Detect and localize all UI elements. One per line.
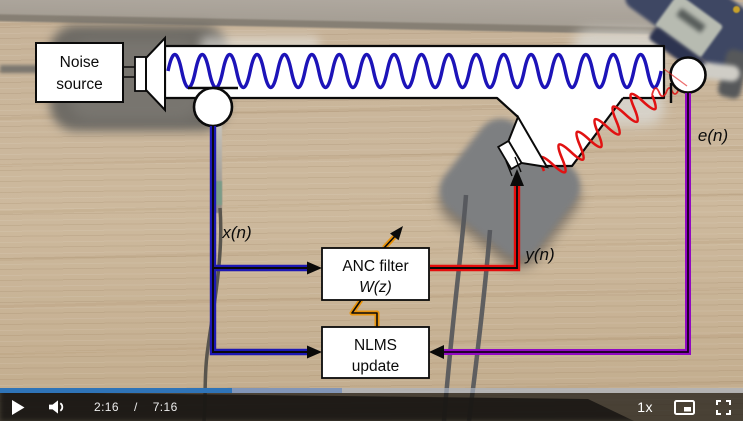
anc-filter-label-2: W(z) bbox=[359, 279, 392, 296]
control-bar: 2:16 / 7:16 1x bbox=[0, 393, 743, 421]
adaptation-arrow-lower-core bbox=[351, 299, 378, 329]
label-e-n: e(n) bbox=[698, 126, 728, 145]
label-x-n: x(n) bbox=[221, 223, 251, 242]
playback-speed-label: 1x bbox=[637, 399, 653, 415]
current-time: 2:16 bbox=[94, 400, 119, 414]
fullscreen-button[interactable] bbox=[716, 399, 731, 415]
time-display: 2:16 / 7:16 bbox=[94, 400, 178, 414]
nlms-label-2: update bbox=[352, 358, 399, 375]
play-icon bbox=[12, 399, 25, 415]
time-separator: / bbox=[133, 400, 138, 414]
anti-noise-wave bbox=[539, 92, 658, 174]
volume-icon bbox=[49, 400, 64, 414]
arrowhead-x-anc bbox=[307, 261, 322, 275]
arrowhead-y bbox=[510, 169, 524, 186]
label-y-n: y(n) bbox=[524, 245, 554, 264]
pip-button[interactable] bbox=[674, 399, 695, 415]
duration: 7:16 bbox=[152, 400, 178, 414]
fullscreen-icon bbox=[716, 399, 731, 415]
noise-source-label-1: Noise bbox=[60, 54, 100, 71]
signal-line-y-core bbox=[430, 184, 518, 269]
progress-bar[interactable] bbox=[0, 388, 743, 393]
signal-line-x-core bbox=[212, 126, 309, 353]
secondary-speaker-wires bbox=[505, 156, 522, 177]
anc-filter-box bbox=[321, 247, 430, 301]
mic-stand-pole bbox=[215, 123, 222, 213]
arrowhead-x-nlms bbox=[307, 345, 322, 359]
play-button[interactable] bbox=[12, 399, 25, 415]
speaker-cable-left bbox=[0, 65, 58, 73]
duct-fill bbox=[165, 46, 664, 166]
residual-trace bbox=[663, 68, 688, 87]
nlms-label-1: NLMS bbox=[354, 337, 397, 354]
meter-power-button bbox=[733, 6, 740, 13]
primary-driver bbox=[134, 56, 147, 92]
signal-line-y bbox=[430, 184, 521, 272]
arrowhead-adaptation bbox=[390, 226, 403, 241]
nlms-update-box bbox=[321, 326, 430, 379]
speaker-wires bbox=[123, 66, 135, 78]
noise-source-label-2: source bbox=[56, 76, 103, 93]
mic-stand-clip bbox=[215, 181, 222, 205]
arrowhead-e bbox=[429, 345, 444, 359]
speaker-cable-1 bbox=[441, 194, 469, 421]
noise-source-box bbox=[35, 42, 124, 103]
progress-played bbox=[0, 388, 232, 393]
noise-wave bbox=[166, 52, 663, 90]
signal-line-e-core bbox=[441, 93, 689, 353]
playback-speed-button[interactable]: 1x bbox=[637, 399, 653, 415]
pip-icon bbox=[674, 399, 695, 415]
adaptation-arrow-lower bbox=[349, 298, 380, 329]
primary-horn bbox=[145, 35, 166, 113]
anc-filter-label-1: ANC filter bbox=[342, 258, 408, 275]
secondary-driver bbox=[496, 139, 523, 171]
volume-button[interactable] bbox=[48, 400, 65, 414]
error-mic bbox=[669, 56, 707, 94]
reference-mic bbox=[192, 86, 234, 128]
